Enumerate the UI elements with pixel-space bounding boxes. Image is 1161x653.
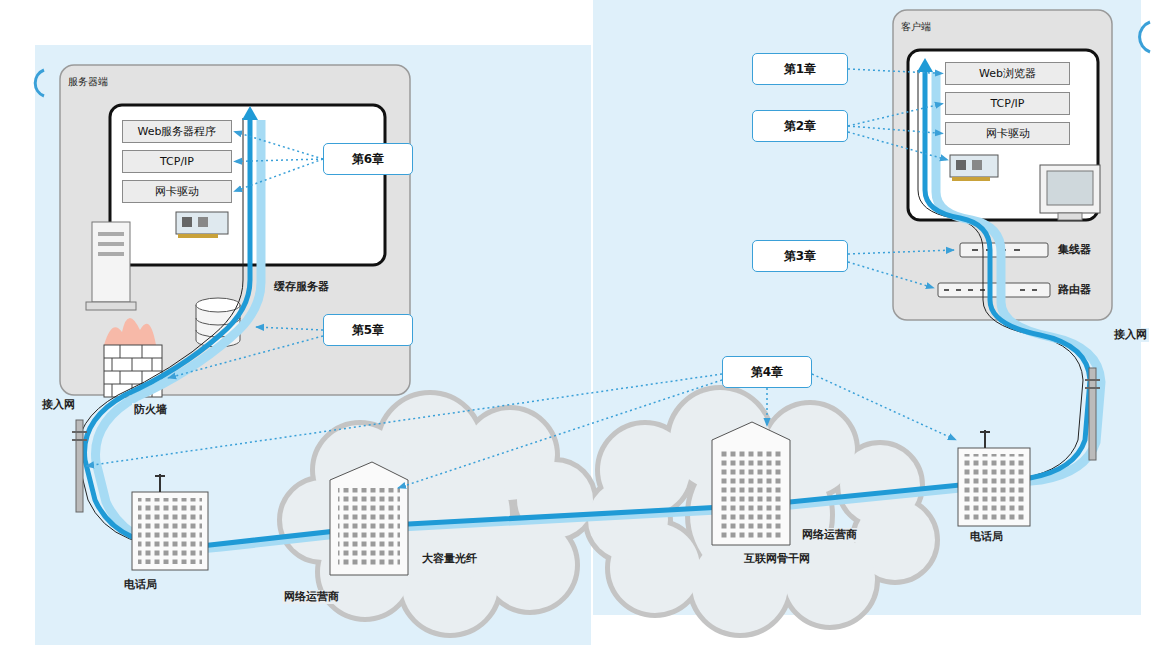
node-text: 网卡驱动 (155, 184, 199, 199)
node-text: 服务器端 (68, 75, 108, 89)
software-layer: Web浏览器 (945, 62, 1070, 85)
router-device (938, 283, 1050, 297)
telephone-office (132, 430, 1030, 570)
part-label: 电话局 (968, 530, 1005, 544)
node-text: 客户端 (901, 20, 931, 34)
part-label: 接入网 (1112, 328, 1149, 342)
node-text: 网卡驱动 (986, 126, 1030, 141)
part-label: 互联网骨干网 (742, 552, 812, 566)
part-label: 网络运营商 (800, 528, 859, 542)
server-nic-card (176, 212, 228, 238)
node-text: 第6章 (352, 151, 384, 168)
chapter-callout: 第2章 (752, 110, 848, 142)
part-label: 集线器 (1056, 243, 1093, 257)
part-label: 电话局 (122, 578, 159, 592)
node-text: 第3章 (784, 248, 816, 265)
access-pole (72, 368, 1100, 512)
node-text: 第1章 (784, 61, 816, 78)
page-edge-arc (35, 70, 44, 96)
leader-line (86, 132, 956, 488)
leader-connector (234, 159, 323, 192)
part-label: 缓存服务器 (272, 280, 331, 294)
part-label: 接入网 (40, 398, 77, 412)
leader-connector (234, 132, 323, 160)
software-layer: 网卡驱动 (122, 180, 232, 203)
client-nic-card (950, 155, 998, 181)
node-text: TCP/IP (991, 97, 1025, 110)
node-text: Web浏览器 (979, 66, 1036, 81)
part-label: 大容量光纤 (420, 552, 479, 566)
data-stream (78, 58, 1102, 549)
leader-connector (848, 69, 943, 74)
part-label: 路由器 (1056, 283, 1093, 297)
client-monitor (1040, 165, 1100, 220)
software-layer: TCP/IP (945, 92, 1070, 115)
network-operator-building (330, 422, 790, 575)
housing-panel: 客户端 Web浏览器 TCP/IP 网卡驱动 (893, 10, 1112, 320)
part-label: 网络运营商 (282, 590, 341, 604)
chapter-callout: 第6章 (323, 143, 413, 175)
software-layer: Web服务器程序 (122, 120, 232, 143)
node-text: 第2章 (784, 118, 816, 135)
server-tower (86, 222, 136, 310)
software-layer: TCP/IP (122, 150, 232, 173)
part-label: 防火墙 (132, 403, 169, 417)
node-text: Web服务器程序 (138, 124, 217, 139)
leader-connector (234, 159, 323, 162)
chapter-callout: 第1章 (752, 53, 848, 85)
node-text: 第5章 (352, 322, 384, 339)
leader-connector (848, 126, 943, 134)
node-text: 第4章 (751, 364, 783, 381)
chapter-callout: 第3章 (752, 240, 848, 272)
software-layer: 网卡驱动 (945, 122, 1070, 145)
page-edge-arc (1140, 22, 1150, 52)
node-text: TCP/IP (160, 155, 194, 168)
chapter-callout: 第5章 (323, 314, 413, 346)
leader-connector (848, 104, 943, 127)
chapter-callout: 第4章 (722, 356, 812, 388)
